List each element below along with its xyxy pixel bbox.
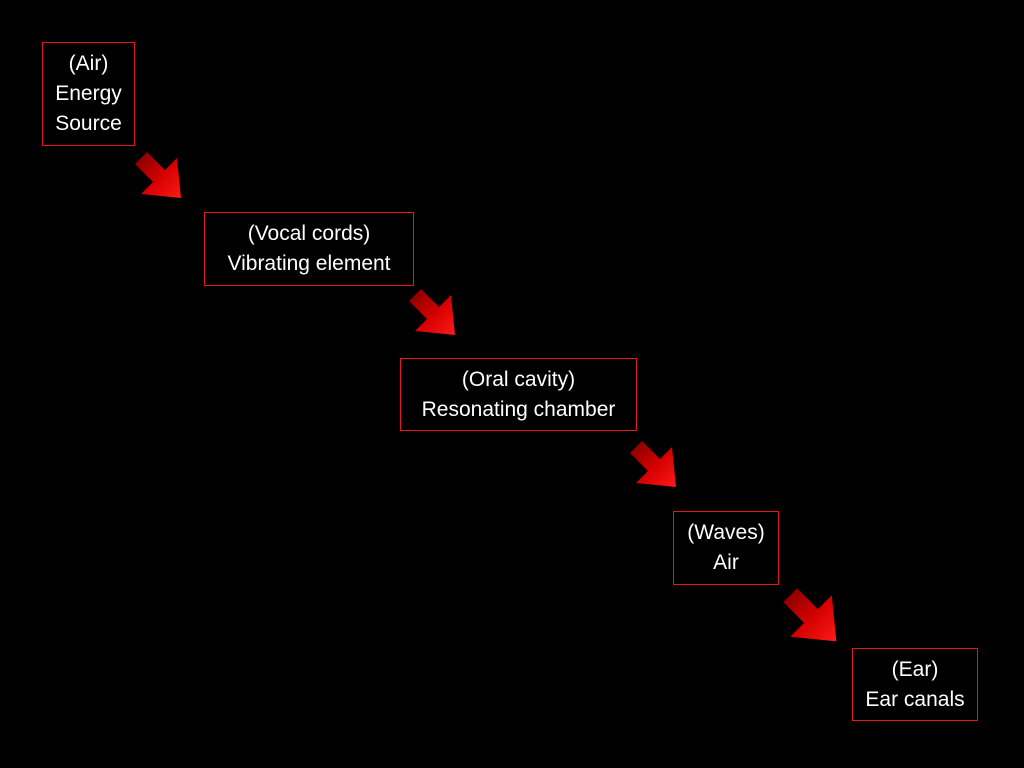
arrow-down-right-icon bbox=[783, 588, 837, 642]
stage-name: (Ear) bbox=[891, 657, 939, 681]
arrow-down-right-icon bbox=[409, 289, 455, 335]
stage-role-line: Resonating chamber bbox=[421, 397, 616, 421]
stage-box-waves-air: (Waves) Air bbox=[673, 511, 779, 585]
stage-box-vocal-cords: (Vocal cords) Vibrating element bbox=[204, 212, 414, 286]
stage-role-line: Ear canals bbox=[865, 687, 965, 711]
stage-role-line: Vibrating element bbox=[227, 252, 391, 275]
stage-box-ear-canals: (Ear) Ear canals bbox=[852, 648, 978, 721]
stage-name: (Air) bbox=[68, 52, 109, 75]
stage-role-line: Energy bbox=[55, 82, 122, 105]
stage-box-air-energy-source: (Air) Energy Source bbox=[42, 42, 135, 146]
stage-role-line: Air bbox=[713, 551, 739, 574]
arrow-down-right-icon bbox=[630, 441, 676, 487]
stage-box-oral-cavity: (Oral cavity) Resonating chamber bbox=[400, 358, 637, 431]
arrow-down-right-icon bbox=[135, 152, 181, 198]
stage-name: (Oral cavity) bbox=[461, 367, 576, 391]
stage-name: (Waves) bbox=[687, 521, 765, 544]
stage-role-line: Source bbox=[55, 112, 122, 135]
stage-name: (Vocal cords) bbox=[247, 222, 371, 245]
